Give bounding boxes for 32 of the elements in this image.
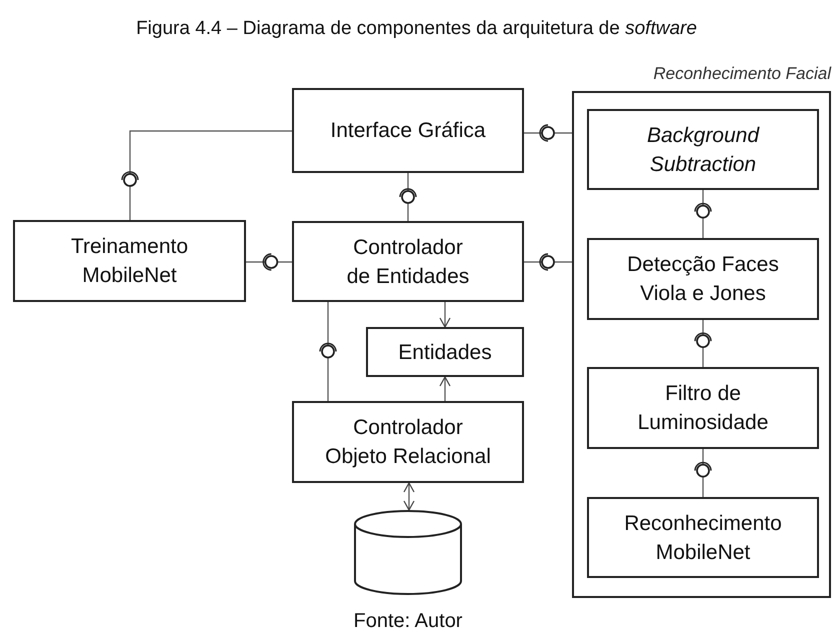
component-label: Treinamento MobileNet — [70, 234, 190, 289]
connector-line — [129, 130, 292, 220]
component-label: Controlador de Entidades — [346, 234, 470, 290]
component-label: Reconhecimento MobileNet — [623, 510, 783, 566]
connector-line — [524, 261, 572, 263]
component-box — [587, 109, 819, 190]
component-label: Entidades — [398, 340, 492, 366]
component-box — [587, 497, 819, 578]
connector-line — [702, 320, 704, 367]
arrow — [439, 302, 451, 328]
component-label: Controlador Objeto Relacional — [324, 415, 492, 470]
component-box — [13, 220, 246, 302]
group-heading: Reconhecimento Facial — [653, 63, 831, 85]
component-box — [292, 221, 524, 302]
figure-title: Figura 4.4 – Diagrama de componentes da arquitetura de software — [135, 17, 698, 41]
arrow — [439, 376, 451, 401]
component-box — [587, 238, 819, 320]
figure-caption: Fonte: Autor — [352, 609, 464, 634]
component-label: Interface Gráfica — [330, 118, 486, 144]
component-box — [292, 401, 524, 483]
connector-line — [524, 132, 572, 134]
connector-line — [702, 190, 704, 238]
component-label: Filtro de Luminosidade — [636, 381, 770, 436]
connector-line — [407, 173, 409, 221]
component-box — [366, 327, 524, 377]
component-box — [292, 88, 524, 173]
component-box — [587, 367, 819, 449]
connector-line — [702, 449, 704, 497]
double-arrow — [403, 482, 415, 511]
component-label: Detecção Faces Viola e Jones — [626, 252, 780, 307]
component-label: Background Subtraction — [646, 122, 760, 178]
connector-line — [327, 302, 329, 401]
